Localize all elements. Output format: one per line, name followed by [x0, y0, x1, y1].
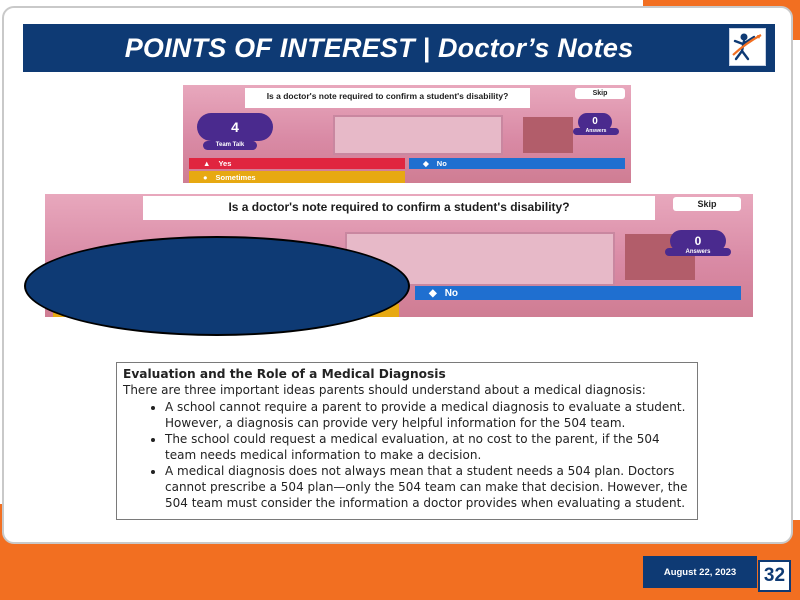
date-footer: August 22, 2023: [643, 556, 757, 588]
answer-option-label: Sometimes: [215, 172, 256, 182]
answers-count-badge: 0: [578, 113, 612, 131]
excerpt-intro: There are three important ideas parents …: [123, 383, 646, 397]
skip-button[interactable]: Skip: [673, 197, 741, 211]
excerpt-bullet-list: A school cannot require a parent to prov…: [123, 399, 691, 511]
shelf: [523, 117, 573, 153]
diamond-icon: ◆: [429, 287, 437, 299]
team-talk-label: Team Talk: [203, 141, 257, 150]
slide-title: POINTS OF INTEREST | Doctor’s Notes: [124, 32, 634, 63]
answers-count-badge: 0: [670, 230, 726, 252]
answers-label: Answers: [665, 248, 731, 256]
answer-option-no[interactable]: ◆ No: [409, 158, 625, 169]
page-number: 32: [758, 560, 791, 592]
list-item: The school could request a medical evalu…: [165, 431, 691, 463]
answers-label: Answers: [573, 128, 619, 135]
question-text: Is a doctor's note required to confirm a…: [266, 91, 509, 101]
document-excerpt: Evaluation and the Role of a Medical Dia…: [116, 362, 698, 520]
slide-date: August 22, 2023: [663, 566, 737, 578]
whiteboard: [333, 115, 503, 155]
circle-icon: ●: [203, 172, 208, 182]
figure-logo-icon: [732, 33, 762, 61]
answer-option-label: Yes: [218, 159, 232, 168]
organization-logo: [729, 28, 766, 66]
diamond-icon: ◆: [423, 159, 429, 168]
question-card: Is a doctor's note required to confirm a…: [245, 88, 530, 108]
question-text: Is a doctor's note required to confirm a…: [228, 200, 570, 214]
game-screenshot-top: Is a doctor's note required to confirm a…: [183, 85, 631, 183]
answer-option-label: No: [444, 287, 459, 299]
answer-option-label: No: [436, 159, 447, 168]
list-item: A medical diagnosis does not always mean…: [165, 463, 691, 511]
answer-option-sometimes[interactable]: ● Sometimes: [189, 171, 405, 183]
excerpt-heading: Evaluation and the Role of a Medical Dia…: [123, 367, 446, 381]
list-item: A school cannot require a parent to prov…: [165, 399, 691, 431]
answer-option-no[interactable]: ◆ No: [415, 286, 741, 300]
answer-option-yes[interactable]: ▲ Yes: [189, 158, 405, 169]
skip-button[interactable]: Skip: [575, 88, 625, 99]
triangle-icon: ▲: [203, 159, 211, 168]
slide-header: POINTS OF INTEREST | Doctor’s Notes: [23, 24, 775, 72]
team-count-badge: 4: [197, 113, 273, 141]
question-card: Is a doctor's note required to confirm a…: [143, 196, 655, 220]
orange-decoration-bottom-middle: [112, 542, 550, 600]
redaction-oval: [24, 236, 410, 336]
